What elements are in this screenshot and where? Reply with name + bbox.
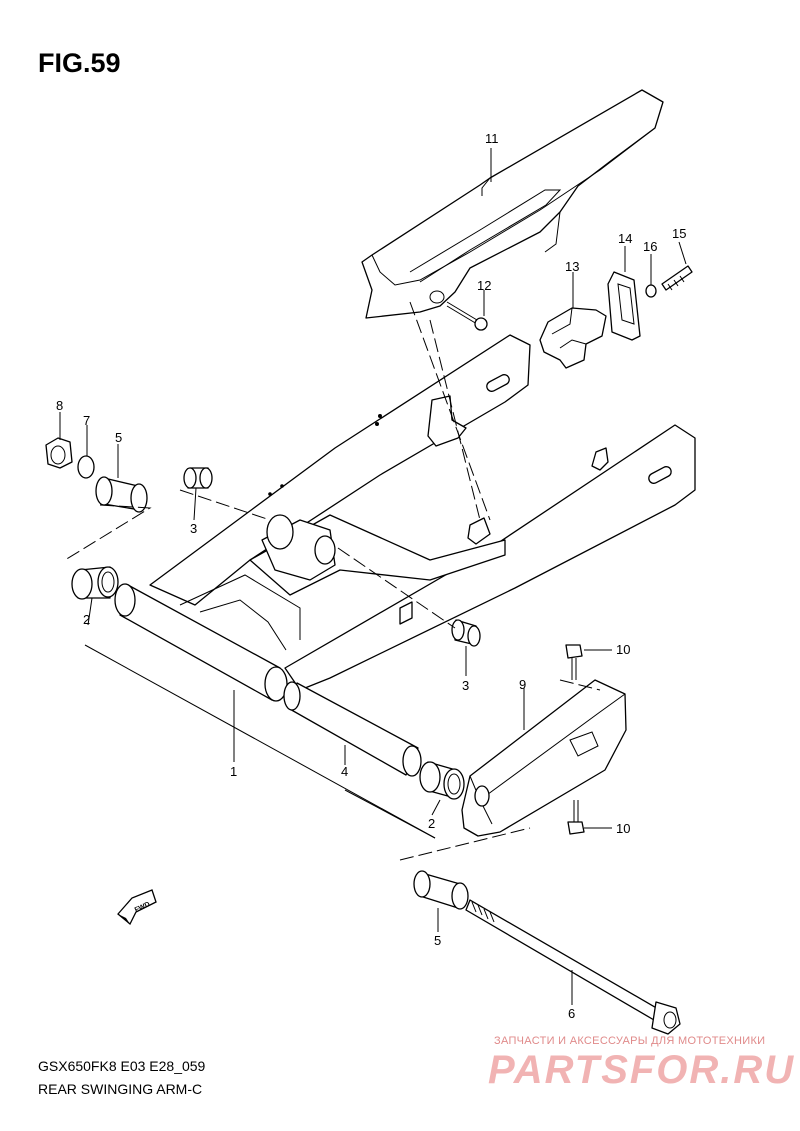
screw-15[interactable] xyxy=(661,265,693,291)
callout-5-lower: 5 xyxy=(434,933,441,948)
figure-title: FIG.59 xyxy=(38,48,121,78)
chain-guide-9[interactable] xyxy=(461,679,627,837)
callout-4: 4 xyxy=(341,764,348,779)
bracket-13[interactable] xyxy=(539,307,607,369)
bearing-3-upper[interactable] xyxy=(183,467,213,489)
bush-5-upper[interactable] xyxy=(95,476,148,513)
callout-5-upper: 5 xyxy=(115,430,122,445)
pivot-shaft-6[interactable] xyxy=(465,899,681,1035)
chain-case-11[interactable] xyxy=(361,89,664,319)
leader-lines xyxy=(59,148,687,1005)
callout-8: 8 xyxy=(56,398,63,413)
callout-10-lower: 10 xyxy=(616,821,630,836)
callout-1: 1 xyxy=(230,764,237,779)
callout-14: 14 xyxy=(618,231,632,246)
bolt-10-lower[interactable] xyxy=(567,800,585,835)
fwd-arrow-icon: FWD xyxy=(117,889,157,926)
bearing-3-lower[interactable] xyxy=(451,619,481,647)
callout-12: 12 xyxy=(477,278,491,293)
callout-10-upper: 10 xyxy=(616,642,630,657)
callout-2-left: 2 xyxy=(83,612,90,627)
watermark-logo: PARTSFOR.RU xyxy=(488,1048,796,1092)
callout-2-right: 2 xyxy=(428,816,435,831)
bolt-12[interactable] xyxy=(446,301,488,331)
assembly-name: REAR SWINGING ARM-C xyxy=(38,1081,203,1097)
callout-6: 6 xyxy=(568,1006,575,1021)
callout-3-lower: 3 xyxy=(462,678,469,693)
callout-15: 15 xyxy=(672,226,686,241)
callout-3-upper: 3 xyxy=(190,521,197,536)
model-code: GSX650FK8 E03 E28_059 xyxy=(38,1058,206,1074)
callout-7: 7 xyxy=(83,413,90,428)
nut-8[interactable] xyxy=(45,437,73,469)
watermark-tagline: ЗАПЧАСТИ И АКСЕССУАРЫ ДЛЯ МОТОТЕХНИКИ xyxy=(494,1035,766,1047)
bush-5-lower[interactable] xyxy=(413,870,469,910)
bearing-2-right[interactable] xyxy=(419,761,465,800)
cushion-14[interactable] xyxy=(607,271,641,341)
bearing-2-left[interactable] xyxy=(71,566,119,600)
assembly-lines xyxy=(64,301,601,861)
swingarm-1[interactable] xyxy=(114,334,696,702)
callout-16: 16 xyxy=(643,239,657,254)
washer-16[interactable] xyxy=(645,284,657,298)
bolt-10-upper[interactable] xyxy=(565,644,583,680)
callout-11: 11 xyxy=(485,131,499,146)
callout-13: 13 xyxy=(565,259,579,274)
washer-7[interactable] xyxy=(77,455,95,479)
callout-9: 9 xyxy=(519,677,526,692)
spacer-4[interactable] xyxy=(283,681,422,777)
